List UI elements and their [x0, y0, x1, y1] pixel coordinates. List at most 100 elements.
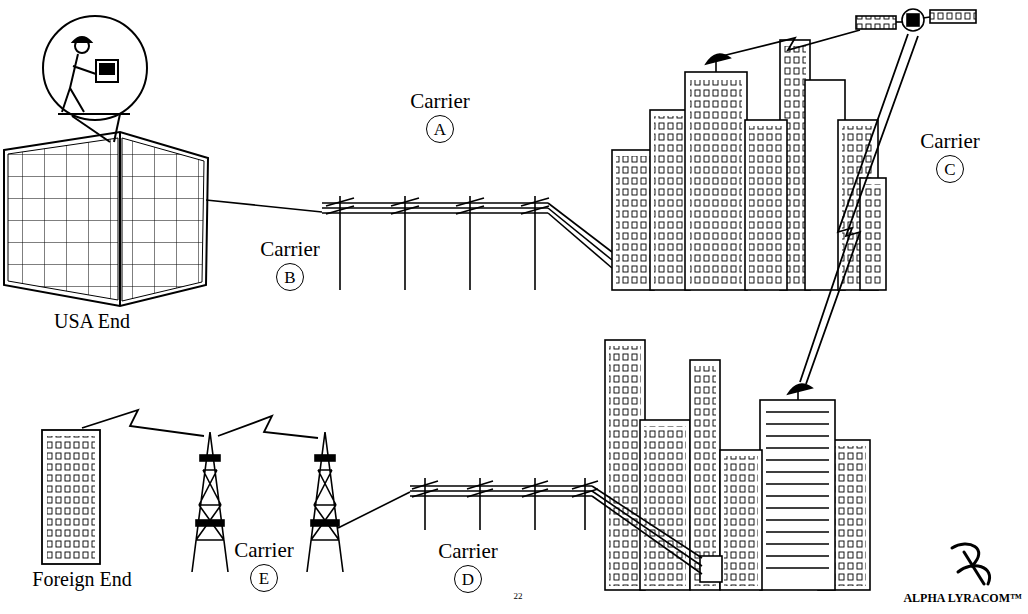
- magnifier-worker-part: [100, 64, 114, 74]
- magnifier-worker-part: [43, 16, 147, 120]
- pole-line-lower-part: [592, 491, 702, 566]
- carrier-letter: A: [434, 121, 446, 138]
- radio-towers-part: [311, 520, 339, 526]
- lower-city-part: [797, 390, 799, 400]
- lower-city-part: [640, 420, 690, 590]
- lower-city-part: [609, 346, 641, 586]
- upper-city-part: [612, 150, 654, 290]
- carrier-circle: B: [276, 263, 304, 291]
- pole-line-lower: [338, 478, 702, 574]
- carrier-letter: B: [284, 269, 295, 286]
- foreign-building-part: [42, 430, 100, 564]
- usa-building: [4, 132, 208, 306]
- upper-city: [612, 40, 886, 290]
- lower-city-part: [605, 340, 645, 590]
- usa-building-part: [4, 132, 208, 306]
- magnifier-worker-part: [96, 60, 118, 82]
- satellite-part: [907, 14, 919, 26]
- company-name: ALPHA LYRACOM™: [901, 592, 1024, 605]
- carrier-letter: C: [944, 161, 955, 178]
- pole-line-upper-part: [322, 212, 548, 214]
- carrier-circle: D: [454, 565, 482, 593]
- magnifier-worker-part: [73, 37, 91, 42]
- carrier-node: CarrierC: [918, 130, 981, 183]
- foreign-building: [42, 430, 100, 564]
- carrier-letter: E: [259, 570, 269, 587]
- satellite-part: [856, 16, 896, 29]
- radio-links-part: [722, 30, 860, 56]
- pole-line-upper-part: [548, 203, 612, 252]
- company-logo: [952, 544, 990, 584]
- satellite-part: [902, 9, 924, 31]
- carrier-circle: E: [250, 564, 278, 592]
- magnifier-worker-part: [58, 113, 130, 115]
- carrier-node: CarrierB: [258, 238, 321, 291]
- page-number: 22: [512, 592, 525, 602]
- pole-line-lower-part: [592, 496, 702, 574]
- lower-city-part: [694, 366, 716, 586]
- upper-city-part: [860, 178, 886, 290]
- lower-city-part: [766, 412, 829, 568]
- radio-towers-part: [196, 520, 224, 526]
- usa-building-part: [122, 138, 204, 301]
- upper-city-part: [715, 60, 717, 72]
- pole-line-lower-part: [592, 486, 702, 558]
- lower-city: [605, 340, 870, 590]
- upper-city-part: [616, 156, 650, 286]
- radio-towers-part: [307, 432, 343, 572]
- radio-towers: [192, 432, 343, 572]
- magnifier-worker-part: [62, 54, 96, 112]
- radio-towers-part: [200, 455, 220, 461]
- carrier-label: Carrier: [258, 238, 321, 261]
- pole-line-lower-part: [338, 492, 410, 528]
- carrier-circle: C: [936, 155, 964, 183]
- pole-line-upper-part: [326, 198, 549, 214]
- upper-city-part: [749, 126, 783, 286]
- radio-links-part: [800, 34, 908, 382]
- lower-city-part: [788, 384, 812, 394]
- foreign-building-part: [47, 436, 95, 560]
- radio-towers-part: [192, 432, 228, 572]
- carrier-label: Carrier: [436, 540, 499, 563]
- upper-city-part: [685, 72, 747, 290]
- satellite: [856, 9, 976, 31]
- pole-line-upper-part: [206, 200, 322, 212]
- upper-city-part: [654, 116, 686, 286]
- end-label: USA End: [52, 310, 132, 332]
- radio-links-part: [218, 416, 318, 438]
- radio-links-part: [806, 36, 918, 384]
- lower-city-part: [760, 400, 835, 590]
- carrier-node: CarrierA: [408, 90, 471, 143]
- carrier-label: Carrier: [918, 130, 981, 153]
- upper-city-part: [863, 184, 883, 286]
- pole-line-lower-part: [410, 485, 592, 487]
- lower-city-part: [724, 456, 758, 586]
- pole-line-upper-part: [322, 202, 548, 204]
- pole-line-lower-part: [410, 495, 592, 497]
- pole-line-upper-part: [322, 207, 548, 209]
- magnifier-worker: [43, 16, 147, 142]
- lower-city-part: [700, 556, 722, 582]
- lower-city-part: [644, 426, 686, 586]
- end-label: Foreign End: [30, 568, 133, 590]
- upper-city-part: [690, 80, 742, 285]
- radio-towers-part: [315, 455, 335, 461]
- carrier-label: Carrier: [232, 539, 295, 562]
- pole-line-upper-part: [548, 213, 612, 268]
- upper-city-part: [745, 120, 787, 290]
- carrier-label: Carrier: [408, 90, 471, 113]
- usa-building-part: [119, 132, 121, 306]
- usa-building-part: [8, 138, 118, 300]
- magnifier-worker-part: [114, 114, 120, 142]
- carrier-node: CarrierE: [232, 539, 295, 592]
- radio-links: [82, 30, 918, 438]
- company-logo-part: [958, 566, 990, 584]
- carrier-circle: A: [426, 115, 454, 143]
- lower-city-part: [720, 450, 762, 590]
- pole-line-lower-part: [412, 481, 598, 497]
- carrier-letter: D: [462, 571, 474, 588]
- satellite-part: [930, 10, 976, 23]
- pole-line-upper: [206, 196, 612, 290]
